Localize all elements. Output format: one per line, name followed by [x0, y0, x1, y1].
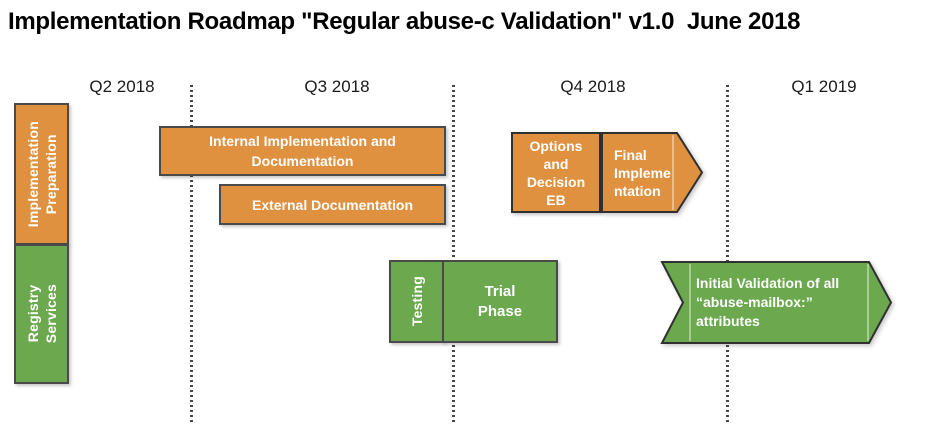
quarter-label-q1-2019: Q1 2019 — [791, 77, 857, 96]
quarter-label-q3-2018: Q3 2018 — [304, 77, 370, 96]
task-initial-validation: Initial Validation of all “abuse-mailbox… — [660, 261, 893, 344]
task-label-final-implementation: Final Impleme ntation — [614, 146, 671, 199]
quarter-label-q4-2018: Q4 2018 — [560, 77, 626, 96]
task-internal-implementation-and-documentation: Internal Implementation and Documentatio… — [159, 126, 446, 176]
lane-header-implementation-preparation: Implementation Preparation — [14, 103, 69, 245]
initial-validation-chevron-arrow-shape — [660, 261, 893, 344]
lane-label: Registry Services — [24, 284, 59, 344]
task-label-initial-validation: Initial Validation of all “abuse-mailbox… — [696, 275, 840, 329]
task-trial-phase: Trial Phase — [442, 260, 558, 343]
quarter-divider-line-1 — [190, 85, 193, 424]
task-final-implementation: Final Impleme ntation — [601, 132, 704, 213]
task-testing: Testing — [389, 260, 444, 343]
task-options-and-decision-eb: Options and Decision EB — [511, 132, 601, 213]
lane-header-registry-services: Registry Services — [14, 244, 69, 384]
task-external-documentation: External Documentation — [219, 184, 446, 225]
task-label-testing: Testing — [408, 276, 425, 327]
lane-label: Implementation Preparation — [24, 120, 59, 228]
quarter-label-q2-2018: Q2 2018 — [89, 77, 155, 96]
quarter-divider-line-2 — [452, 85, 455, 424]
final-implementation-arrow-shape — [601, 132, 704, 213]
quarter-divider-line-3 — [726, 85, 729, 424]
slide-title: Implementation Roadmap "Regular abuse-c … — [8, 8, 801, 35]
